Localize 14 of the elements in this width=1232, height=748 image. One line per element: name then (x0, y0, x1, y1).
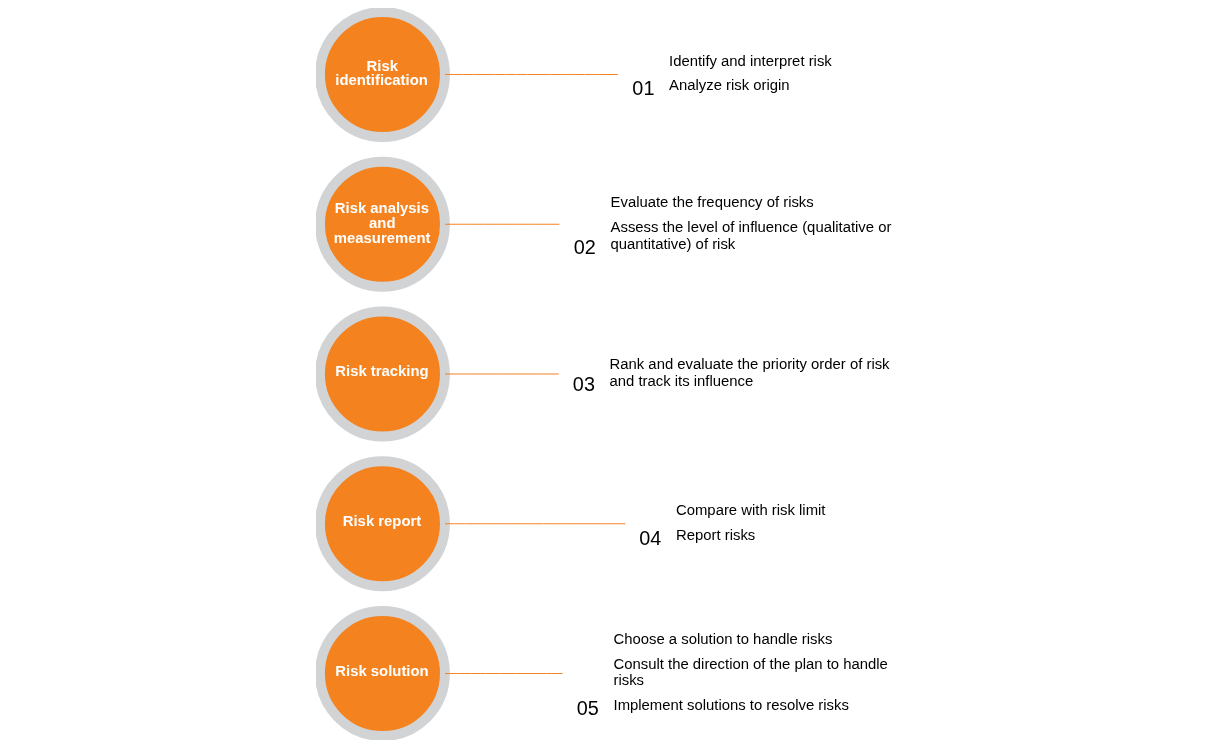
node-text: 02 Evaluate the frequency of risks Assess the level of influence (qualitative or quantitative) of risk (573, 194, 892, 258)
connector (444, 673, 563, 674)
node-text: 03 Rank and evaluate the priority order of risk and track its influence (572, 356, 890, 395)
node-circle: Risk tracking (316, 306, 450, 442)
node-circle: Risk identification (316, 8, 450, 142)
node-text: 05 Choose a solution to handle risks Consult the direction of the plan to handle risks Implement solutions to resolve risks (576, 630, 888, 720)
node-circle: Risk solution (316, 606, 450, 740)
connector (444, 523, 626, 525)
node-text: 01 Identify and interpret risk Analyze risk origin (632, 52, 832, 100)
connector (444, 223, 560, 225)
connector (444, 74, 619, 75)
node-circle: Risk analysis and measurement (316, 156, 450, 292)
node-text: 04 Compare with risk limit Report risks (639, 501, 826, 549)
node-circle: Risk report (316, 456, 450, 592)
